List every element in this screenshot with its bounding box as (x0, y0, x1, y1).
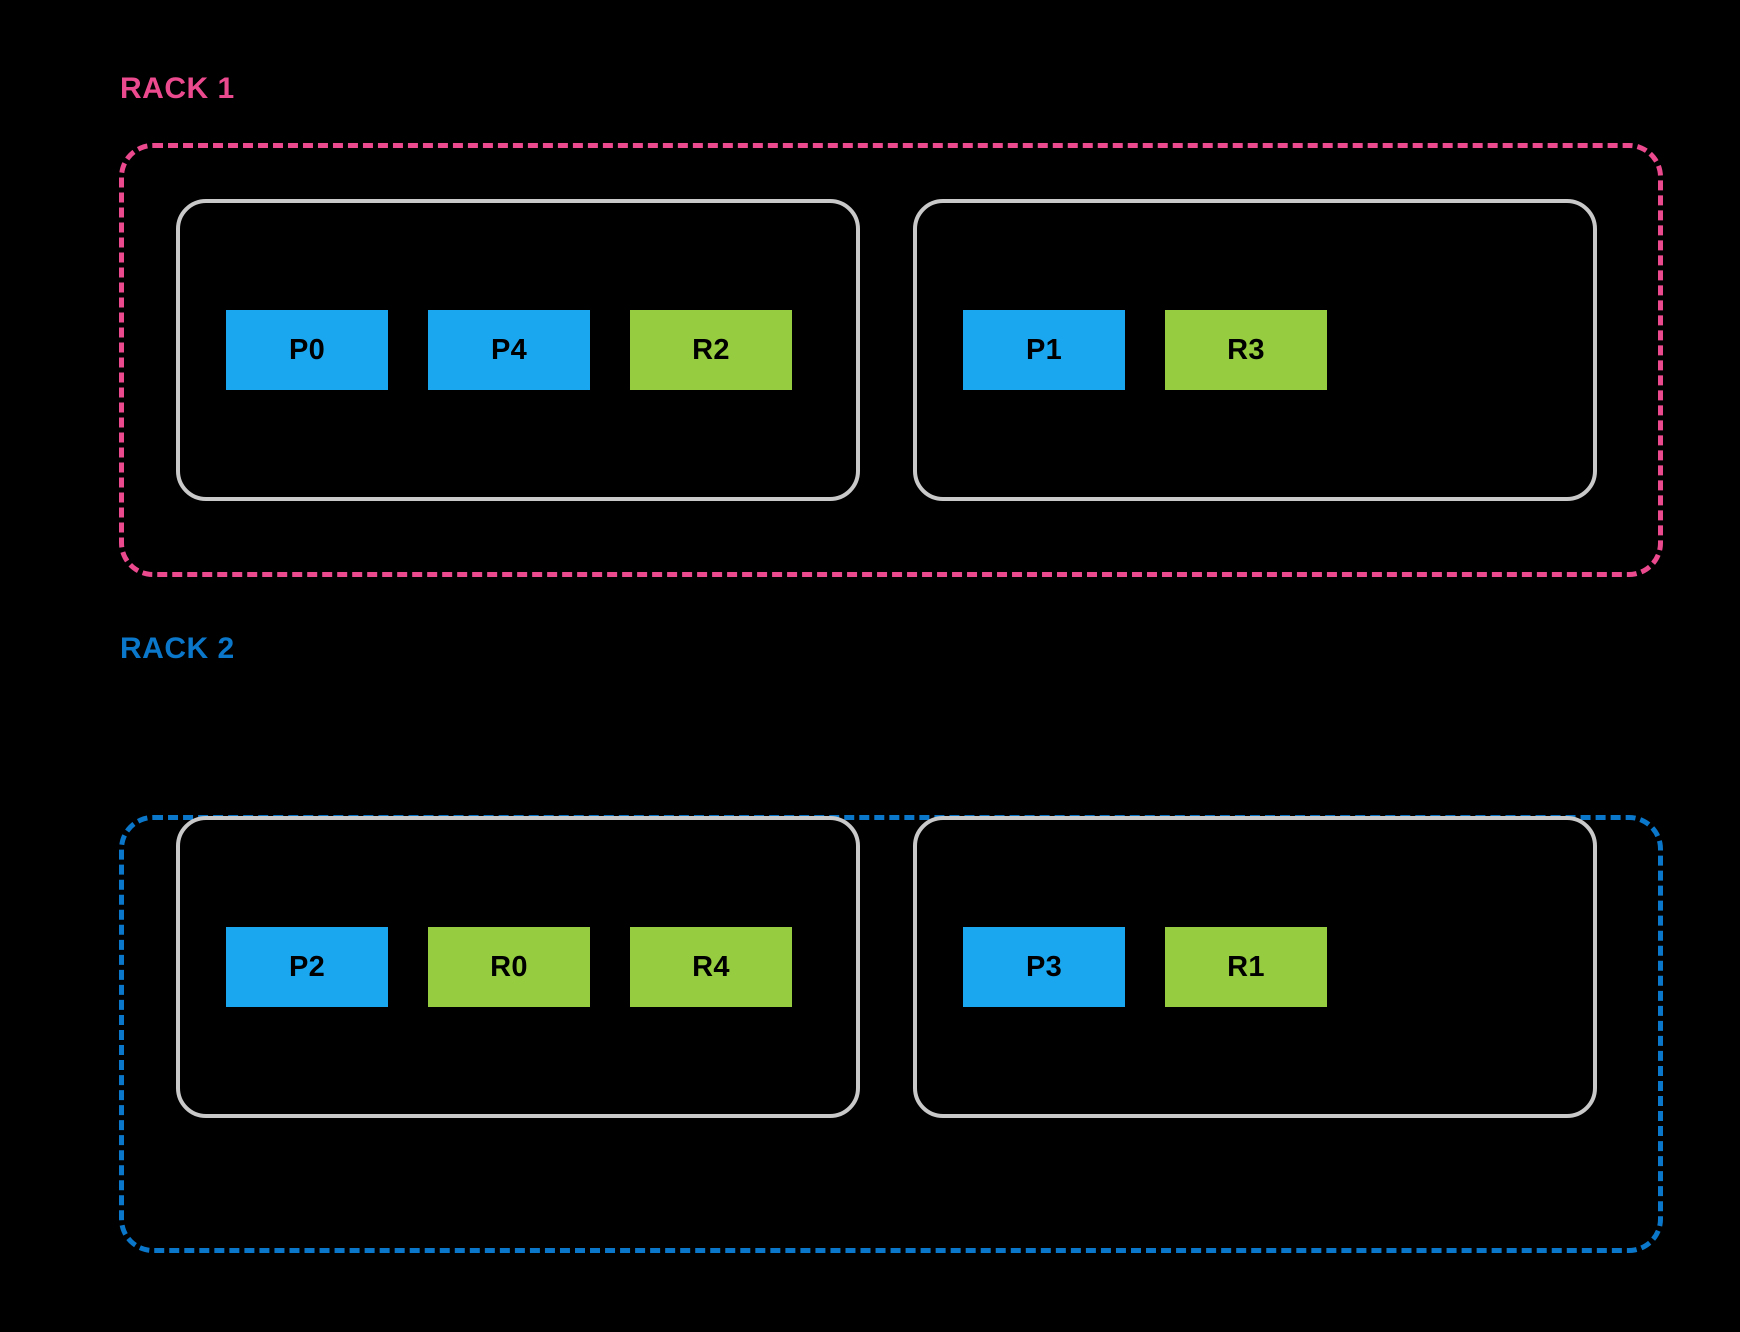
partition-cell[interactable]: P4 (428, 310, 590, 390)
rack-1-broker-1: P0 P4 R2 (176, 199, 860, 501)
rack-2-label: RACK 2 (120, 632, 235, 665)
replica-cell[interactable]: R4 (630, 927, 792, 1007)
rack-2-broker-2: P3 R1 (913, 816, 1597, 1118)
replica-cell[interactable]: R3 (1165, 310, 1327, 390)
rack-1-broker-2: P1 R3 (913, 199, 1597, 501)
replica-cell[interactable]: R0 (428, 927, 590, 1007)
rack-2-broker-1: P2 R0 R4 (176, 816, 860, 1118)
rack-1-label: RACK 1 (120, 72, 235, 105)
partition-cell[interactable]: P3 (963, 927, 1125, 1007)
partition-cell[interactable]: P2 (226, 927, 388, 1007)
rack-2-boundary (119, 815, 1663, 1253)
replica-cell[interactable]: R2 (630, 310, 792, 390)
replica-cell[interactable]: R1 (1165, 927, 1327, 1007)
rack-1-boundary (119, 143, 1663, 577)
partition-cell[interactable]: P1 (963, 310, 1125, 390)
partition-cell[interactable]: P0 (226, 310, 388, 390)
